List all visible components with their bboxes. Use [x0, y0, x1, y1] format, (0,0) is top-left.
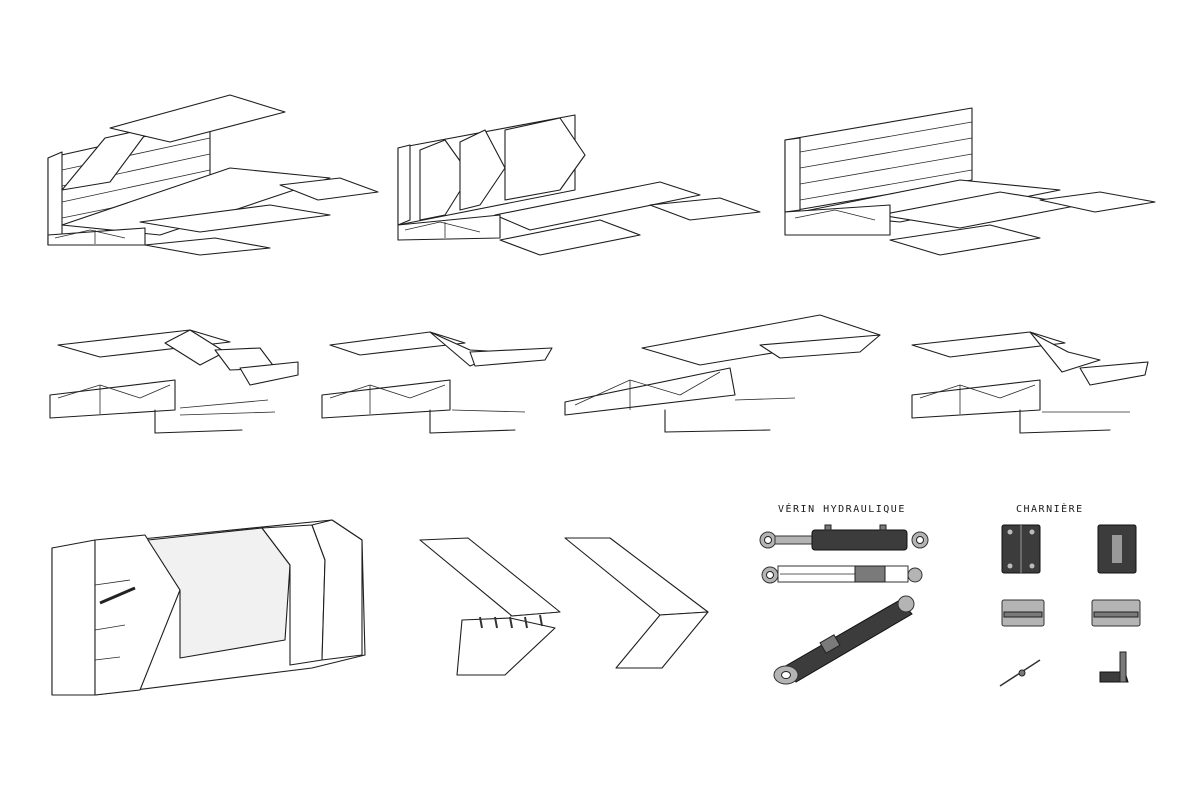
hydraulic-cylinder-icon: [759, 524, 929, 685]
deployment-view-2: [397, 114, 761, 256]
hinge-fold-diagram-closed: [564, 537, 709, 669]
exploded-view-4: [911, 331, 1149, 434]
exploded-view-2: [321, 331, 553, 434]
deployment-view-1: [47, 94, 379, 256]
exploded-view-1: [49, 329, 299, 434]
hinge-fold-diagram-open: [419, 537, 561, 676]
hinge-icon: [999, 524, 1141, 687]
folded-volume-drawing: [51, 519, 366, 696]
deployment-view-3: [784, 107, 1156, 256]
exploded-view-3: [564, 314, 881, 433]
hinge-label: CHARNIÈRE: [1016, 502, 1084, 515]
hydraulic-cylinder-label: VÉRIN HYDRAULIQUE: [778, 502, 906, 515]
